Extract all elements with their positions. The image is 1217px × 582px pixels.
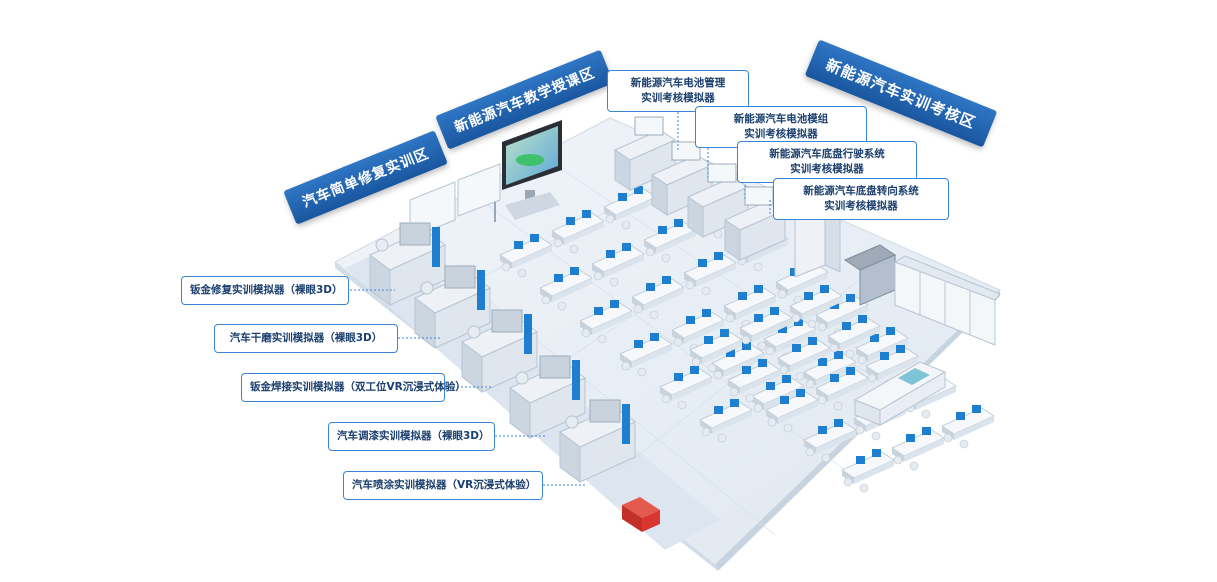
repair-stations <box>369 222 636 483</box>
callout-dry-grinding: 汽车干磨实训模拟器（裸眼3D） <box>214 324 398 353</box>
callout-sheet-metal-repair: 钣金修复实训模拟器（裸眼3D） <box>181 276 349 305</box>
storage-cabinets <box>893 255 1001 346</box>
callout-chassis-drive: 新能源汽车底盘行驶系统 实训考核模拟器 <box>737 141 917 183</box>
callout-battery-management: 新能源汽车电池管理 实训考核模拟器 <box>607 70 749 112</box>
desk <box>551 210 605 254</box>
fire-extinguisher-box <box>622 497 660 532</box>
desk <box>671 309 725 353</box>
callout-spray-painting: 汽车喷涂实训模拟器（VR沉浸式体验） <box>343 471 543 500</box>
desk <box>659 366 713 410</box>
desk <box>579 300 633 344</box>
desk <box>689 329 743 373</box>
desk <box>603 186 657 230</box>
desk <box>739 307 793 351</box>
callout-chassis-steering: 新能源汽车底盘转向系统 实训考核模拟器 <box>773 178 949 220</box>
desk <box>499 234 553 278</box>
desk <box>591 243 645 287</box>
assessment-stations <box>613 116 897 306</box>
desk <box>941 405 995 449</box>
callout-line: 实训考核模拟器 <box>790 163 864 175</box>
callout-line: 实训考核模拟器 <box>824 200 898 212</box>
callout-line: 新能源汽车电池模组 <box>733 113 829 125</box>
desk <box>699 399 753 443</box>
teaching-screen <box>502 120 562 220</box>
callout-line: 新能源汽车底盘行驶系统 <box>769 148 885 160</box>
callout-line: 新能源汽车底盘转向系统 <box>803 185 919 197</box>
desk <box>841 449 895 493</box>
callout-line: 实训考核模拟器 <box>744 128 818 140</box>
callout-line: 新能源汽车电池管理 <box>630 77 726 89</box>
callout-welding: 钣金焊接实训模拟器（双工位VR沉浸式体验） <box>241 373 466 402</box>
desk <box>789 285 843 329</box>
desk <box>643 219 697 263</box>
desk <box>683 252 737 296</box>
desk <box>815 367 869 411</box>
desk <box>631 276 685 320</box>
desk <box>619 333 673 377</box>
counter <box>853 361 947 426</box>
desk <box>891 427 945 471</box>
desk <box>827 315 881 359</box>
desk <box>765 389 819 433</box>
desk <box>727 359 781 403</box>
callout-paint-mixing: 汽车调漆实训模拟器（裸眼3D） <box>328 422 495 451</box>
desk <box>539 267 593 311</box>
callout-line: 实训考核模拟器 <box>641 92 715 104</box>
